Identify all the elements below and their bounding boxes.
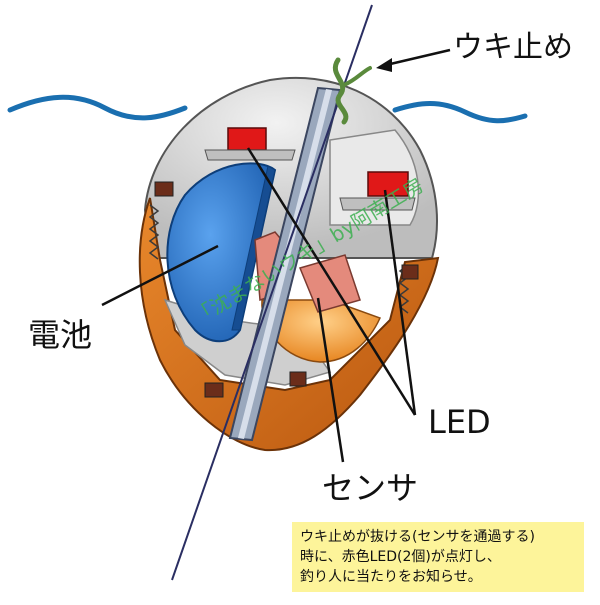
note-line: ウキ止めが抜ける(センサを通過する)	[300, 529, 535, 545]
led-leader-line-right	[383, 189, 417, 416]
bolt	[154, 181, 174, 197]
float-stopper-knot-tail	[342, 66, 372, 87]
explanation-note: ウキ止めが抜ける(センサを通過する) 時に、赤色LED(2個)が点灯し、 釣り人…	[292, 522, 584, 592]
thread-left	[148, 204, 160, 260]
led-red-left	[227, 127, 267, 151]
sensor-label: センサ	[322, 469, 419, 507]
sensor-block-right	[298, 254, 361, 313]
note-line: 時に、赤色LED(2個)が点灯し、	[300, 549, 501, 565]
stopper-pointer-arrowhead	[376, 58, 392, 72]
led-bracket-right	[339, 197, 416, 211]
led-bracket-left	[204, 149, 296, 161]
led-leader-line-left	[246, 147, 417, 416]
battery-edge	[231, 165, 276, 331]
battery-label: 電池	[28, 316, 93, 354]
water-surface-right	[392, 101, 528, 124]
sensor-leader-line	[316, 297, 345, 463]
bolt	[289, 371, 307, 387]
float-stopper-label: ウキ止め	[453, 30, 573, 65]
float-stopper-knot	[333, 57, 349, 125]
central-tube-highlight	[238, 89, 332, 439]
water-surface-left	[7, 94, 188, 121]
led-red-right	[367, 171, 409, 197]
battery-leader-line	[101, 244, 219, 307]
note-line: 釣り人に当たりをお知らせ。	[300, 569, 482, 585]
bolt	[401, 264, 419, 280]
led-label: LED	[428, 403, 491, 441]
bolt	[204, 382, 224, 398]
battery-cell	[166, 162, 277, 343]
stopper-pointer-line	[385, 48, 451, 67]
